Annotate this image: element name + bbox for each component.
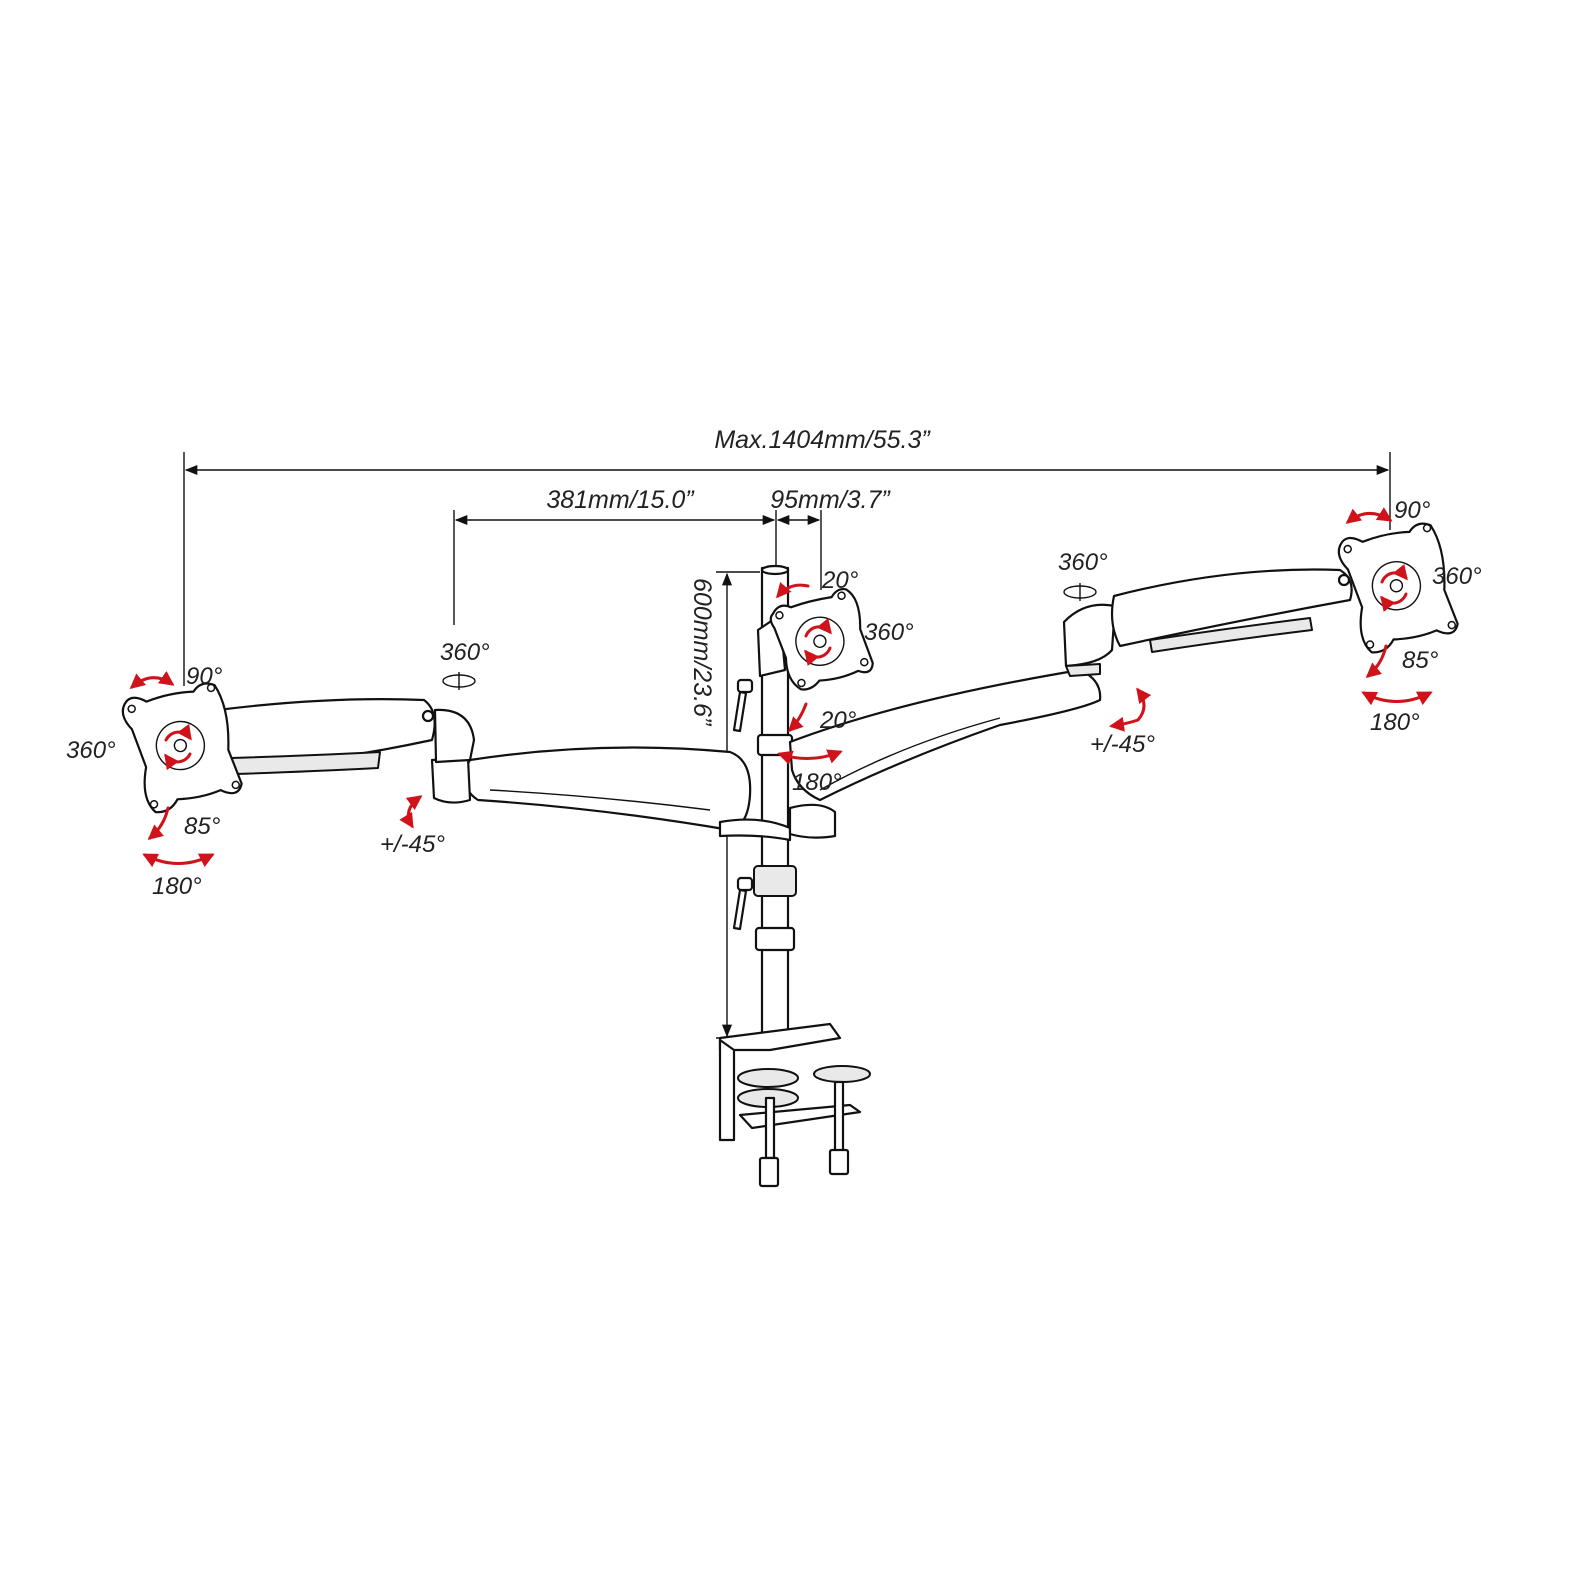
left-rotate-label: 360° (66, 737, 116, 764)
rotation-arrow-icon (129, 670, 175, 689)
right-pan-label: 85° (1402, 647, 1439, 674)
right-tilt-label: 90° (1394, 497, 1431, 524)
center-rotate-label: 360° (864, 619, 914, 646)
arm-reach-label: 381mm/15.0” (546, 486, 695, 514)
mount-offset-label: 95mm/3.7” (770, 486, 891, 514)
rotation-arrow-icon (1345, 507, 1393, 524)
rotation-arrow-icon (1365, 644, 1388, 678)
labels: Max.1404mm/55.3” 381mm/15.0” 95mm/3.7” 6… (66, 426, 1482, 900)
rotation-arrow-icon (164, 752, 192, 771)
center-tilt-down-label: 20° (819, 707, 857, 734)
rotation-arrows (129, 507, 1433, 868)
left-tilt-label: 90° (186, 663, 223, 690)
center-mount (756, 587, 874, 691)
rotation-arrow-icon (147, 806, 170, 840)
rotation-arrow-icon (1380, 563, 1408, 584)
center-swivel-label: 180° (792, 769, 842, 796)
right-swivel-label: 180° (1370, 709, 1420, 736)
rotation-arrow-icon (1109, 687, 1152, 732)
rotation-arrow-icon (777, 749, 843, 765)
left-joint-swivel-label: 360° (440, 639, 490, 666)
center-tilt-up-label: 20° (821, 567, 859, 594)
left-swivel-label: 180° (152, 873, 202, 900)
rotation-arrow-icon (804, 646, 832, 667)
rotation-arrow-icon (164, 723, 192, 742)
left-arm (121, 682, 792, 842)
rotation-arrow-icon (399, 795, 423, 829)
rotation-arrow-icon (776, 582, 810, 599)
overall-width-label: Max.1404mm/55.3” (714, 426, 931, 454)
right-rotate-label: 360° (1432, 563, 1482, 590)
rotation-arrow-icon (1361, 691, 1433, 706)
rotation-arrow-icon (787, 702, 808, 733)
right-arm (788, 522, 1459, 839)
right-joint-swivel-label: 360° (1058, 549, 1108, 576)
rotation-arrow-icon (1380, 592, 1408, 613)
right-arm-tilt-label: +/-45° (1090, 731, 1155, 758)
dimension-lines (183, 452, 1391, 1039)
left-arm-tilt-label: +/-45° (380, 831, 445, 858)
rotation-arrow-icon (804, 617, 832, 638)
rotation-arrow-icon (142, 853, 215, 868)
left-pan-label: 85° (184, 813, 221, 840)
pole-height-label: 600mm/23.6” (688, 578, 716, 727)
